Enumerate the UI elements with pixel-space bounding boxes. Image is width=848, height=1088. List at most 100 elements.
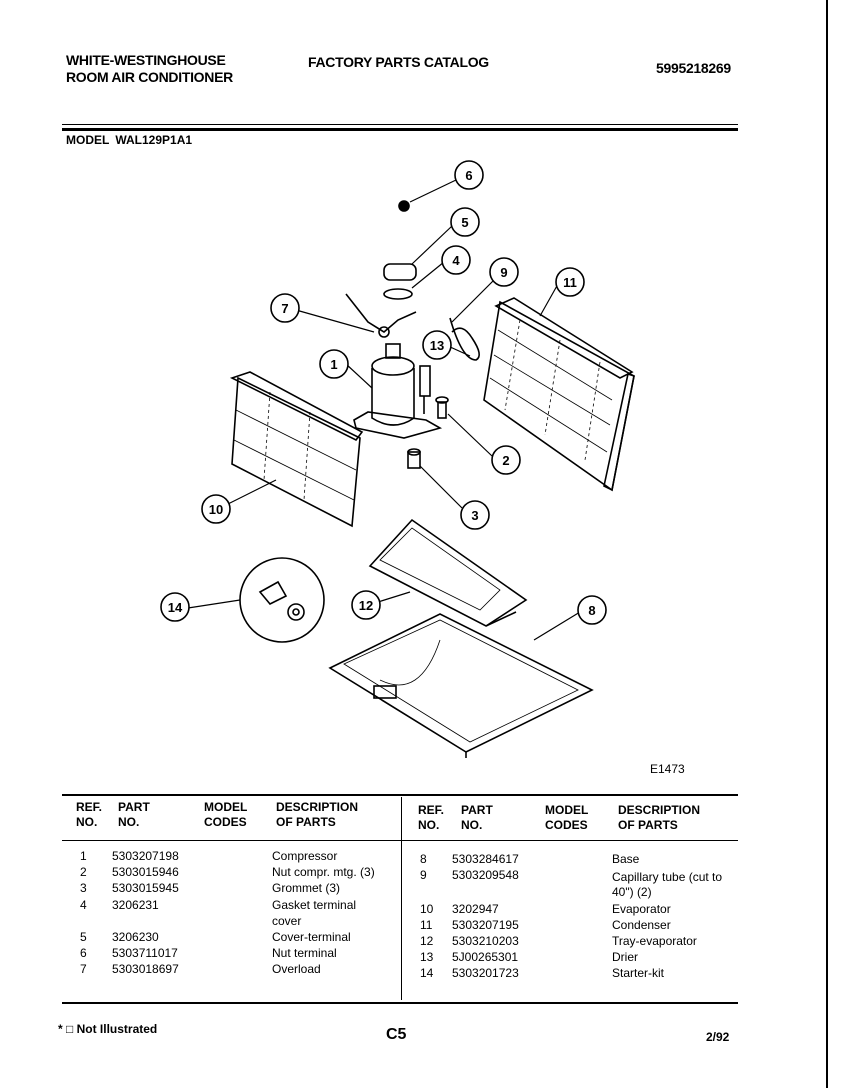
mount-hardware [407,396,449,469]
callout-8: 8 [577,595,607,625]
svg-text:7: 7 [281,301,288,316]
svg-text:4: 4 [452,253,460,268]
revision-date: 2/92 [706,1030,730,1044]
starter-kit-inset [239,557,325,643]
callouts: 6 5 4 9 11 7 13 1 2 3 10 12 8 14 [160,160,607,625]
callout-9: 9 [489,257,519,287]
left-row-6-desc: Nut terminal [272,946,337,960]
compressor [353,343,443,439]
svg-text:1: 1 [330,357,337,372]
callout-10: 10 [201,494,231,524]
left-row-5-desc: Cover-terminal [272,930,351,944]
model-number: WAL129P1A1 [115,133,193,147]
left-row-7-ref: 7 [80,962,87,976]
right-row-13-desc: Drier [612,950,638,964]
left-row-4-desc-cont: cover [272,914,302,928]
product-type: ROOM AIR CONDITIONER [66,69,233,85]
catalog-number: 5995218269 [656,60,731,76]
not-illustrated-footnote: * □ Not Illustrated [58,1022,158,1036]
header-rule-bottom [62,128,738,131]
left-row-2-desc: Nut compr. mtg. (3) [272,865,375,879]
svg-text:2: 2 [502,453,509,468]
callout-4: 4 [441,245,471,275]
callout-12: 12 [351,590,381,620]
left-row-3-part: 5303015945 [112,881,179,895]
callout-11: 11 [555,267,585,297]
callout-3: 3 [460,500,490,530]
left-row-6-part: 5303711017 [112,946,178,960]
left-row-4-part: 3206231 [112,898,159,912]
table-rule-bottom [62,1002,738,1004]
callout-1: 1 [319,349,349,379]
left-row-3-ref: 3 [80,881,87,895]
callout-6: 6 [454,160,484,190]
right-row-13-part: 5J00265301 [452,950,519,964]
left-row-2-ref: 2 [80,865,87,879]
diagram-code: E1473 [650,762,685,776]
header-ref-right: REF.NO. [418,803,445,832]
model-label: MODEL [66,133,110,147]
right-row-12-ref: 12 [420,934,434,948]
right-row-14-part: 5303201723 [452,966,519,980]
left-row-3-desc: Grommet (3) [272,881,341,895]
callout-14: 14 [160,592,190,622]
svg-text:6: 6 [465,168,472,183]
right-row-9-desc: Capillary tube (cut to [612,870,723,884]
left-row-5-part: 3206230 [112,930,159,944]
svg-text:14: 14 [168,600,183,615]
right-row-11-part: 5303207195 [452,918,519,932]
left-row-4-desc: Gasket terminal [272,898,357,912]
right-row-11-ref: 11 [420,918,433,932]
svg-text:5: 5 [461,215,468,230]
right-row-12-desc: Tray-evaporator [612,934,697,948]
brand-name: WHITE-WESTINGHOUSE [66,52,226,68]
table-column-divider [401,797,402,1000]
right-row-10-ref: 10 [420,902,434,916]
left-row-7-part: 5303018697 [112,962,179,976]
header-ref-left: REF.NO. [76,800,103,829]
page-border [826,0,828,1088]
right-row-11-desc: Condenser [612,918,671,932]
base-pan [328,613,594,758]
right-row-8-part: 5303284617 [452,852,519,866]
svg-text:12: 12 [359,598,373,613]
right-row-8-desc: Base [612,852,640,866]
right-row-14-ref: 14 [420,966,434,980]
right-row-10-desc: Evaporator [612,902,671,916]
left-row-5-ref: 5 [80,930,87,944]
capillary-tube [449,317,480,361]
right-row-9-desc-cont: 40") (2) [612,885,652,899]
right-row-8-ref: 8 [420,852,427,866]
svg-text:10: 10 [209,502,223,517]
svg-text:13: 13 [430,338,444,353]
leader-lines [187,179,581,641]
model-line: MODEL WAL129P1A1 [66,133,198,147]
condenser-coil [483,297,635,492]
callout-7: 7 [270,293,300,323]
terminal-parts [383,200,417,300]
left-row-7-desc: Overload [272,962,321,976]
left-row-4-ref: 4 [80,898,87,912]
callout-5: 5 [450,207,480,237]
evaporator-coil [229,371,364,528]
right-row-14-desc: Starter-kit [612,966,665,980]
table-rule-header [62,840,738,841]
svg-text:3: 3 [471,508,478,523]
header-rule-top [62,124,738,125]
right-row-13-ref: 13 [420,950,434,964]
left-row-1-part: 5303207198 [112,849,179,863]
left-row-2-part: 5303015946 [112,865,179,879]
right-row-10-part: 3202947 [452,902,499,916]
right-row-9-part: 5303209548 [452,868,519,882]
catalog-title: FACTORY PARTS CATALOG [308,54,489,70]
left-row-1-ref: 1 [80,849,87,863]
right-row-12-part: 5303210203 [452,934,519,948]
svg-text:9: 9 [500,265,507,280]
callout-13: 13 [422,330,452,360]
callout-2: 2 [491,445,521,475]
table-rule-top [62,794,738,796]
